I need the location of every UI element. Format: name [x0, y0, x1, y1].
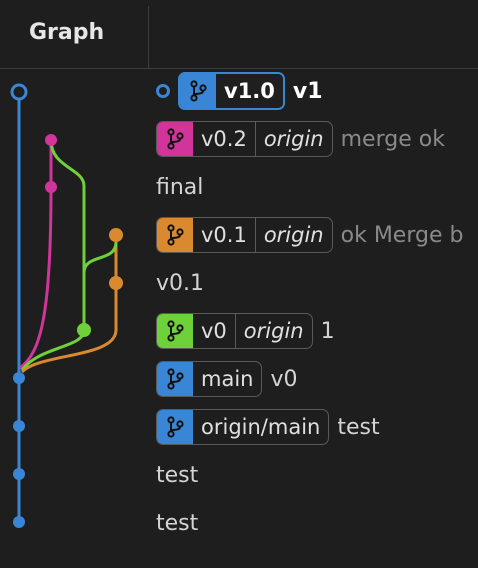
commit-message: test	[156, 510, 199, 536]
git-branch-icon	[180, 74, 216, 108]
commit-node-v0-1[interactable]	[109, 276, 123, 290]
branch-name: main	[201, 367, 254, 391]
git-branch-icon	[157, 122, 193, 156]
branch-pill[interactable]: origin/main	[156, 409, 330, 445]
commit-row[interactable]: v0.1	[156, 265, 204, 301]
commit-row[interactable]: test	[156, 457, 198, 493]
commit-row[interactable]: v1.0 v1	[156, 72, 323, 110]
commit-node-v0-2[interactable]	[45, 134, 57, 146]
remote-name: origin	[254, 122, 332, 156]
commit-row[interactable]: origin/main test	[156, 409, 380, 445]
lane-v0-1	[20, 234, 118, 374]
commit-row[interactable]: test	[156, 505, 198, 541]
branch-name: origin/main	[201, 415, 321, 439]
commit-message: 1	[320, 318, 335, 344]
commit-message: v0	[270, 366, 298, 392]
commit-message: test	[156, 462, 199, 488]
git-branch-icon	[157, 410, 193, 444]
graph-header-title: Graph	[29, 20, 105, 45]
commit-message: ok Merge b	[340, 222, 464, 248]
lane-merge	[82, 241, 118, 274]
git-branch-icon	[157, 218, 193, 252]
tag-name: v0.2	[201, 127, 247, 151]
commit-row[interactable]: v0.2 origin merge ok	[156, 121, 445, 157]
commit-graph	[10, 83, 123, 528]
git-branch-icon	[157, 362, 193, 396]
remote-name: origin	[234, 314, 312, 348]
commit-message: merge ok	[340, 126, 445, 152]
commit-node-main[interactable]	[13, 372, 25, 384]
commit-node-origin-main[interactable]	[13, 420, 25, 432]
tag-pill[interactable]: v1.0	[178, 72, 285, 110]
branch-pill[interactable]: main	[156, 361, 263, 397]
head-marker-icon	[156, 84, 170, 98]
commit-row[interactable]: final	[156, 169, 203, 205]
tag-pill[interactable]: v0 origin	[156, 313, 313, 349]
commit-node-final[interactable]	[45, 181, 57, 193]
tag-name: v0	[201, 319, 227, 343]
commit-row[interactable]: main v0	[156, 361, 298, 397]
commit-node-head[interactable]	[10, 83, 28, 101]
tag-pill[interactable]: v0.2 origin	[156, 121, 333, 157]
tag-name: v0.1	[201, 223, 247, 247]
remote-name: origin	[254, 218, 332, 252]
commit-message: v1	[292, 78, 323, 104]
commit-node-test-1[interactable]	[13, 468, 25, 480]
graph-header: Graph	[0, 0, 478, 69]
commit-message: final	[156, 174, 204, 200]
header-column-divider[interactable]	[148, 6, 149, 68]
lane-v0-2	[19, 140, 53, 370]
commit-message: v0.1	[156, 270, 205, 296]
git-branch-icon	[157, 314, 193, 348]
commit-row[interactable]: v0.1 origin ok Merge b	[156, 217, 463, 253]
tag-name: v1.0	[216, 74, 283, 108]
commit-node-v0[interactable]	[77, 323, 91, 337]
commit-node-v0-1-tag[interactable]	[109, 228, 123, 242]
commit-row[interactable]: v0 origin 1	[156, 313, 335, 349]
commit-node-test-2[interactable]	[13, 516, 25, 528]
tag-pill[interactable]: v0.1 origin	[156, 217, 333, 253]
lane-v0	[20, 139, 86, 371]
commit-message: test	[337, 414, 380, 440]
